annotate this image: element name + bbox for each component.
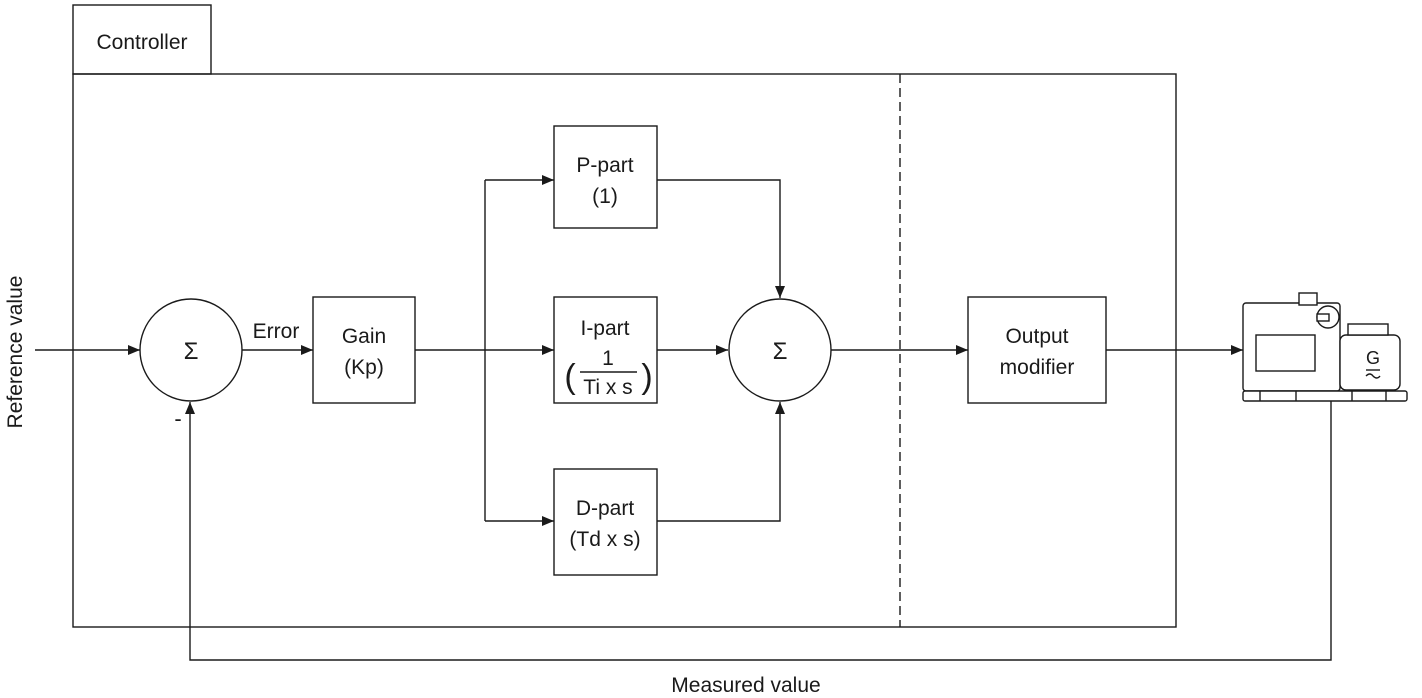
reference-label: Reference value	[4, 276, 27, 429]
d-part-line1: D-part	[576, 497, 635, 520]
gain-block	[312, 296, 416, 404]
i-part-denominator: Ti x s	[583, 376, 632, 399]
d-part-block	[553, 468, 658, 576]
error-label: Error	[253, 320, 300, 343]
generator-symbol: G	[1366, 348, 1380, 368]
i-part-open-paren: (	[564, 358, 576, 396]
gain-line1: Gain	[342, 325, 386, 348]
sum-symbol-input: Σ	[184, 338, 199, 365]
p-part-line2: (1)	[592, 185, 618, 208]
sum-symbol-pid: Σ	[773, 338, 788, 365]
i-part-numerator: 1	[602, 347, 614, 370]
p-to-sum-arrow	[657, 179, 785, 298]
minus-sign: -	[174, 406, 181, 431]
measured-label: Measured value	[671, 674, 820, 697]
genset-icon	[1242, 292, 1408, 402]
i-part-block	[553, 296, 658, 404]
d-to-sum-arrow	[657, 402, 785, 522]
gain-line2: (Kp)	[344, 356, 384, 379]
p-part-block	[553, 125, 658, 229]
controller-tab	[72, 4, 212, 75]
i-part-line1: I-part	[580, 317, 629, 340]
controller-label: Controller	[96, 31, 187, 54]
feedback-arrow	[185, 401, 1332, 661]
d-part-line2: (Td x s)	[569, 528, 640, 551]
i-part-close-paren: )	[641, 358, 652, 396]
output-modifier-line1: Output	[1005, 325, 1068, 348]
output-modifier-line2: modifier	[1000, 356, 1075, 379]
p-part-line1: P-part	[576, 154, 633, 177]
output-modifier-block	[967, 296, 1107, 404]
